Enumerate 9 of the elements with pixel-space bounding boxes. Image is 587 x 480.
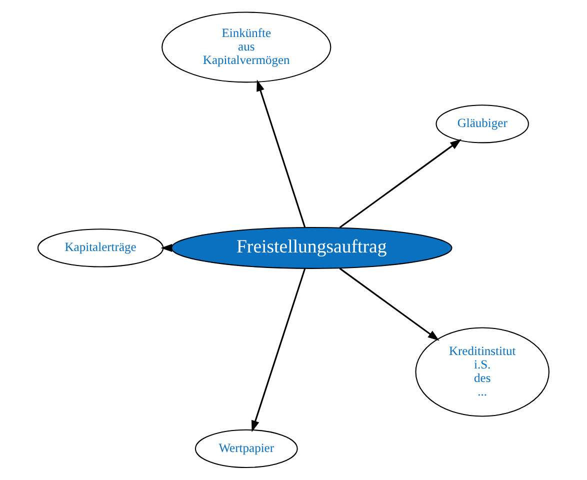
node-ellipse: Kreditinstitut i.S. des ...	[415, 327, 550, 417]
node-ellipse: Kapitalerträge	[37, 228, 164, 268]
node-ellipse: Einkünfte aus Kapitalvermögen	[162, 12, 332, 83]
node-ellipse: Gläubiger	[436, 104, 529, 144]
node-ellipse: Wertpapier	[194, 429, 298, 468]
arrow	[252, 268, 306, 432]
arrow	[256, 80, 306, 228]
arrow	[339, 268, 440, 341]
arrow	[339, 139, 462, 228]
